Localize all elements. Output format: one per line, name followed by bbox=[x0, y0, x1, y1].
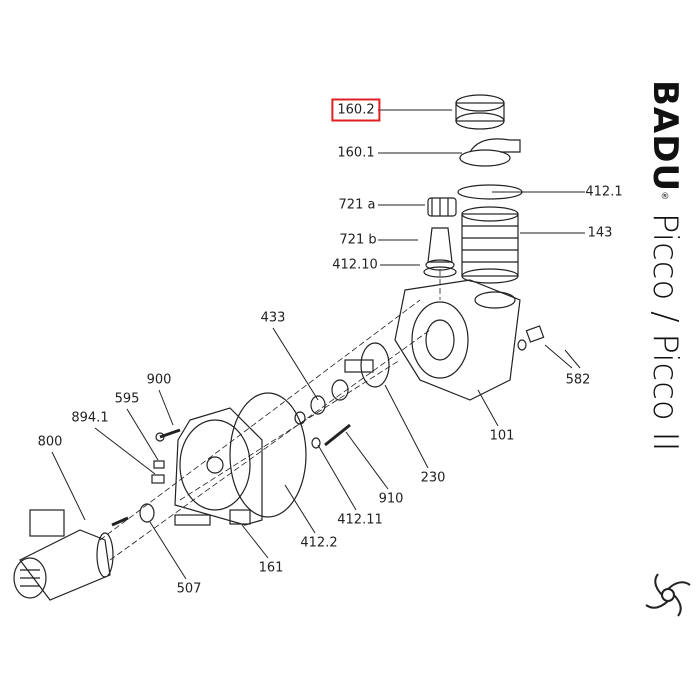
part-595 bbox=[153, 460, 165, 469]
part-motor-800 bbox=[13, 509, 129, 601]
part-oring-412-2 bbox=[229, 392, 307, 518]
part-721a bbox=[427, 197, 457, 217]
part-label-721b: 721 b bbox=[339, 232, 377, 248]
part-label-160-1: 160.1 bbox=[337, 145, 375, 161]
part-label-507: 507 bbox=[176, 581, 202, 597]
part-screw-900 bbox=[155, 428, 181, 442]
part-plugs-582 bbox=[517, 325, 545, 351]
part-label-595: 595 bbox=[114, 391, 140, 407]
part-label-900: 900 bbox=[146, 372, 172, 388]
part-label-800: 800 bbox=[37, 434, 63, 450]
leader-lines bbox=[51, 109, 585, 580]
brand-name: BADU bbox=[645, 80, 685, 193]
part-ring-507 bbox=[139, 503, 155, 523]
part-bracket-161 bbox=[174, 407, 263, 526]
part-label-721a: 721 a bbox=[338, 197, 376, 213]
part-label-230: 230 bbox=[420, 470, 446, 486]
part-label-412-10: 412.10 bbox=[332, 257, 378, 273]
part-label-101: 101 bbox=[489, 428, 515, 444]
part-oring-412-10 bbox=[423, 266, 457, 278]
part-housing-101 bbox=[394, 279, 521, 401]
model-name: Picco / Picco II bbox=[645, 212, 685, 452]
brand-logo-icon bbox=[645, 573, 691, 617]
registered-mark: ® bbox=[660, 192, 670, 203]
part-screw-910 bbox=[324, 423, 351, 447]
part-label-910: 910 bbox=[378, 491, 404, 507]
part-label-412-11: 412.11 bbox=[337, 512, 383, 528]
part-label-160-2-highlighted[interactable]: 160.2 bbox=[331, 98, 381, 122]
part-433 bbox=[294, 379, 349, 425]
part-label-161: 161 bbox=[258, 560, 284, 576]
part-label-143: 143 bbox=[587, 225, 613, 241]
part-oring-412-11 bbox=[311, 437, 321, 449]
part-label-412-2: 412.2 bbox=[300, 535, 338, 551]
part-894-1 bbox=[151, 474, 165, 484]
part-impeller-230 bbox=[344, 342, 390, 388]
part-cover-160-1 bbox=[459, 138, 521, 167]
part-label-412-1: 412.1 bbox=[585, 184, 623, 200]
part-basket-143 bbox=[461, 206, 519, 284]
part-721b bbox=[425, 227, 455, 271]
part-label-582: 582 bbox=[565, 372, 591, 388]
part-oring-412-1 bbox=[457, 184, 523, 200]
part-lid-160-2 bbox=[455, 94, 505, 130]
brand-title: BADU® Picco / Picco II bbox=[645, 80, 685, 452]
part-label-433: 433 bbox=[260, 310, 286, 326]
part-label-894-1: 894.1 bbox=[71, 410, 109, 426]
